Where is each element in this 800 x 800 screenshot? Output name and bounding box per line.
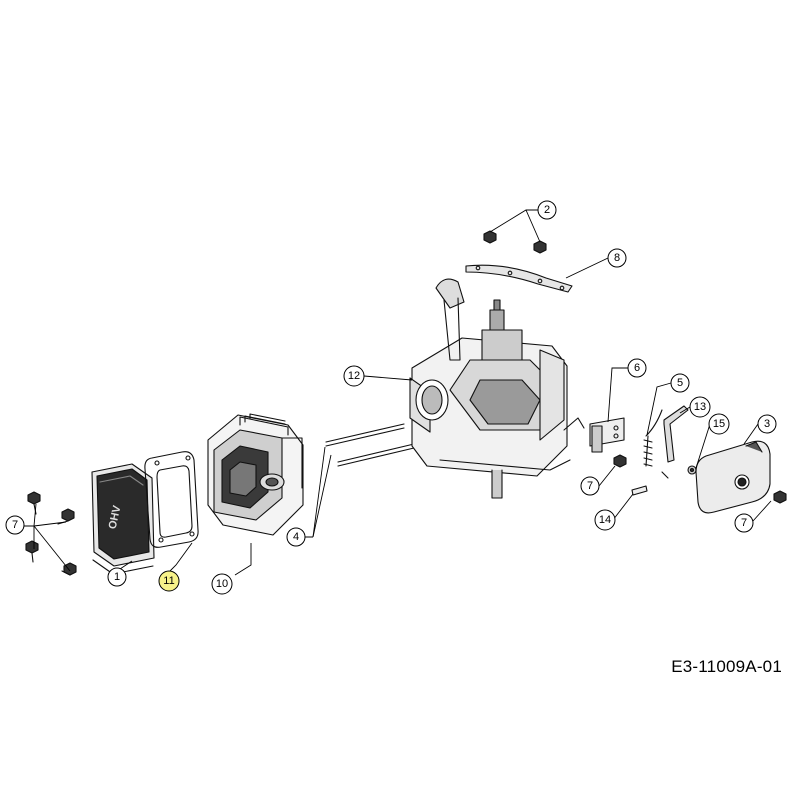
callout-5: 5: [670, 373, 690, 393]
svg-text:12: 12: [348, 370, 360, 382]
svg-text:14: 14: [599, 514, 611, 526]
screw-part-7-right: [773, 490, 787, 504]
callout-6: 6: [627, 358, 647, 378]
callout-14: 14: [594, 509, 616, 531]
pin-part-14: [631, 485, 648, 496]
callout-7-left: 7: [5, 515, 25, 535]
valve-cover-part-1: OHV: [91, 463, 155, 575]
svg-text:8: 8: [614, 252, 620, 264]
svg-text:7: 7: [587, 480, 593, 492]
gasket-strip-part-8: [465, 264, 573, 293]
svg-text:4: 4: [293, 531, 299, 543]
callout-2: 2: [537, 200, 557, 220]
svg-text:7: 7: [12, 519, 18, 531]
screw-part-7-center: [613, 454, 627, 468]
callout-15: 15: [708, 413, 730, 435]
svg-text:1: 1: [114, 571, 120, 583]
screw-part-7-left: [25, 491, 77, 576]
engine-block-part-12: [409, 278, 585, 499]
callout-13: 13: [689, 396, 711, 418]
svg-text:11: 11: [163, 575, 174, 587]
callout-12: 12: [343, 365, 365, 387]
svg-text:5: 5: [677, 377, 683, 389]
clip-part-15: [687, 465, 697, 475]
svg-text:6: 6: [634, 362, 640, 374]
callout-8: 8: [607, 248, 627, 268]
valve-cover-logo: OHV: [107, 504, 124, 530]
leader-lines: [24, 209, 772, 576]
bracket-part-6: [589, 417, 625, 453]
callout-1: 1: [107, 567, 127, 587]
svg-text:7: 7: [741, 517, 747, 529]
svg-text:13: 13: [694, 401, 706, 413]
callout-10: 10: [211, 573, 233, 595]
callout-7-center: 7: [580, 476, 600, 496]
cylinder-head-part-10: [207, 413, 304, 536]
callout-4: 4: [286, 527, 306, 547]
spring-part-5: [643, 409, 663, 467]
push-rods-part-4: [325, 423, 415, 467]
svg-text:2: 2: [544, 204, 550, 216]
svg-text:10: 10: [216, 578, 228, 590]
callout-3: 3: [757, 414, 777, 434]
callout-11: 11: [158, 570, 180, 592]
head-gasket-part-11: [144, 451, 199, 548]
muffler-part-3: [695, 440, 771, 514]
callout-7-right: 7: [734, 513, 754, 533]
governor-arm-part-13: [661, 405, 689, 479]
drawing-id-label: E3-11009A-01: [671, 657, 782, 676]
svg-text:3: 3: [764, 418, 770, 430]
svg-text:15: 15: [713, 418, 725, 430]
